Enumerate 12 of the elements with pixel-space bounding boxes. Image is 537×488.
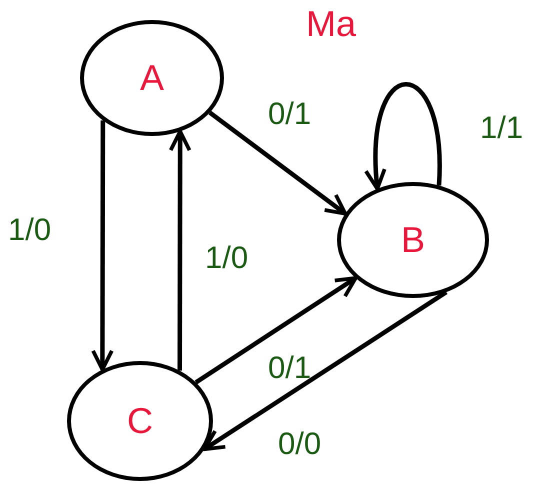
arrow — [194, 276, 358, 384]
edge-label: 0/0 — [278, 428, 322, 459]
edge-label: 1/0 — [8, 214, 52, 245]
edge-label: 0/1 — [268, 98, 312, 129]
diagram-title: Ma — [306, 6, 356, 42]
arrow — [208, 110, 348, 216]
edge-label: 0/1 — [268, 352, 312, 383]
state-name: A — [140, 60, 164, 96]
edge-label: 1/0 — [205, 242, 248, 273]
edge-label: 1/1 — [480, 112, 524, 143]
state-name: C — [127, 403, 153, 439]
state-name: B — [400, 222, 425, 258]
